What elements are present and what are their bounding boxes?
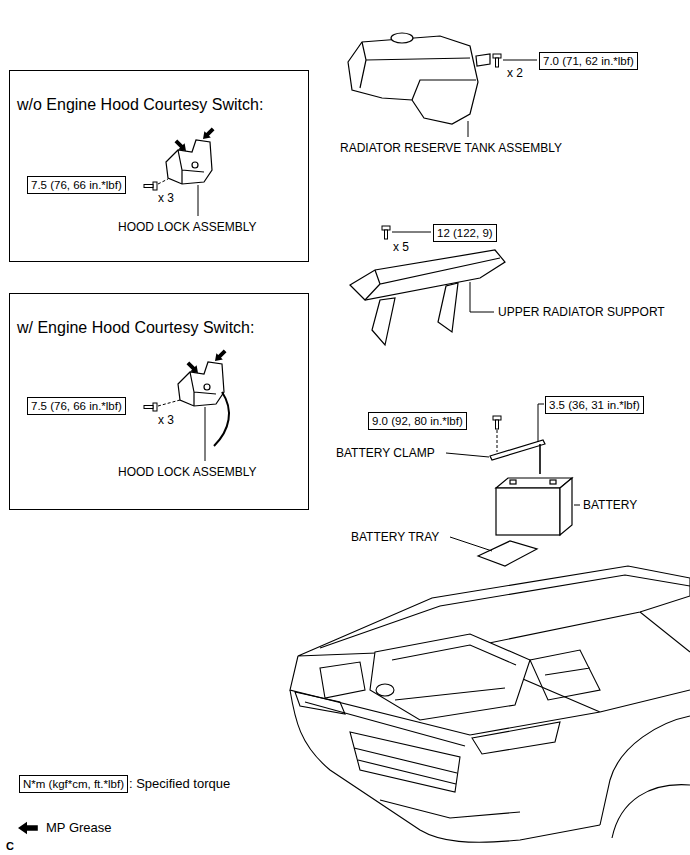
legend-arrow <box>18 822 38 835</box>
upper-radiator-support <box>350 250 505 345</box>
leader-line <box>205 407 206 461</box>
battery-front <box>496 488 560 535</box>
leader-line <box>446 453 489 457</box>
a-pillar <box>640 612 690 652</box>
torque-value: N*m (kgf*cm, ft.*lbf) <box>23 777 124 791</box>
part-name: HOOD LOCK ASSEMBLY <box>118 220 257 234</box>
support-leg <box>372 298 395 345</box>
torque-value: 7.5 (76, 66 in.*lbf) <box>31 399 122 413</box>
open-hood <box>298 566 690 656</box>
release-cable <box>214 392 229 446</box>
bolt <box>493 416 501 429</box>
part-name: RADIATOR RESERVE TANK ASSEMBLY <box>340 141 562 155</box>
engine-cover-ridge <box>392 645 516 700</box>
vehicle <box>290 566 690 842</box>
lock-hole <box>204 384 210 390</box>
leader-line <box>503 60 537 61</box>
torque-spec: N*m (kgf*cm, ft.*lbf) <box>19 775 128 793</box>
legend-text: MP Grease <box>46 820 112 835</box>
clamp-bar <box>490 440 545 460</box>
bolt <box>493 54 501 67</box>
leader-line <box>198 185 199 216</box>
support-beam <box>350 250 505 300</box>
dashed-line <box>158 400 180 406</box>
grille-bar <box>354 748 457 784</box>
bolt-count: x 3 <box>158 191 174 205</box>
clamp-rod <box>539 444 541 474</box>
torque-value: 3.5 (36, 31 in.*lbf) <box>549 398 640 412</box>
lock-body <box>166 140 212 184</box>
engine-part <box>530 650 600 700</box>
bolt <box>144 403 157 411</box>
battery-terminal <box>550 480 556 484</box>
leader-line <box>468 121 469 137</box>
tank-edge <box>360 42 476 100</box>
hood-edge <box>320 575 690 648</box>
bolt <box>144 182 157 190</box>
part-name: BATTERY CLAMP <box>336 446 435 460</box>
leader-line <box>450 537 492 551</box>
emblem <box>376 684 394 696</box>
wheel-arch <box>612 785 690 838</box>
torque-spec: 7.5 (76, 66 in.*lbf) <box>27 176 126 194</box>
tank-tab <box>476 54 490 66</box>
leader-line <box>392 232 431 233</box>
battery-top <box>496 478 572 488</box>
variant-heading: w/o Engine Hood Courtesy Switch: <box>17 95 308 114</box>
engine-part <box>320 662 365 698</box>
bolt <box>382 226 390 239</box>
grease-arrow <box>173 138 190 155</box>
torque-spec: 12 (122, 9) <box>433 224 497 242</box>
lock-hole <box>192 162 198 168</box>
hood-lock <box>178 362 224 406</box>
legend-text: : Specified torque <box>129 776 230 791</box>
tank-body <box>348 36 478 124</box>
leader-line <box>538 404 544 442</box>
dashed-line <box>158 179 168 184</box>
torque-spec: 7.5 (76, 66 in.*lbf) <box>27 397 126 415</box>
part-name: UPPER RADIATOR SUPPORT <box>498 305 665 319</box>
variant-heading: w/ Engine Hood Courtesy Switch: <box>17 318 308 337</box>
part-name: BATTERY <box>583 498 637 512</box>
grease-arrow <box>185 360 202 377</box>
figure-code: C <box>6 839 14 853</box>
part-name: BATTERY TRAY <box>351 530 439 544</box>
battery-clamp <box>490 440 545 474</box>
leader-line <box>574 505 580 506</box>
grille <box>350 732 460 792</box>
support-edge <box>365 258 500 300</box>
leader-line <box>470 282 494 312</box>
torque-value: 9.0 (92, 80 in.*lbf) <box>372 414 463 428</box>
lock-body <box>178 362 224 406</box>
bolt-count: x 5 <box>393 240 409 254</box>
reserve-tank <box>348 33 490 124</box>
torque-spec: 3.5 (36, 31 in.*lbf) <box>545 396 644 414</box>
grease-arrow <box>200 126 217 143</box>
battery <box>496 478 572 535</box>
part-name: HOOD LOCK ASSEMBLY <box>118 465 257 479</box>
dashed-line <box>497 430 498 452</box>
headlight <box>472 722 560 754</box>
lower-intake <box>380 800 520 818</box>
battery-tray <box>478 541 537 566</box>
torque-value: 7.0 (71, 62 in.*lbf) <box>543 54 634 68</box>
engine-cover <box>370 634 530 720</box>
grease-arrow <box>212 348 229 365</box>
battery-side <box>560 478 572 535</box>
bolt-count: x 2 <box>507 66 523 80</box>
lock-edge <box>190 372 216 406</box>
body-fender <box>600 716 690 825</box>
torque-value: 12 (122, 9) <box>437 226 493 240</box>
bolt-count: x 3 <box>158 413 174 427</box>
torque-spec: 7.0 (71, 62 in.*lbf) <box>539 52 638 70</box>
torque-value: 7.5 (76, 66 in.*lbf) <box>31 178 122 192</box>
hood-lock <box>166 140 212 184</box>
battery-terminal <box>510 480 516 484</box>
tank-cap <box>391 33 413 43</box>
support-leg <box>438 283 458 332</box>
torque-spec: 9.0 (92, 80 in.*lbf) <box>368 412 467 430</box>
lock-edge <box>178 150 204 184</box>
